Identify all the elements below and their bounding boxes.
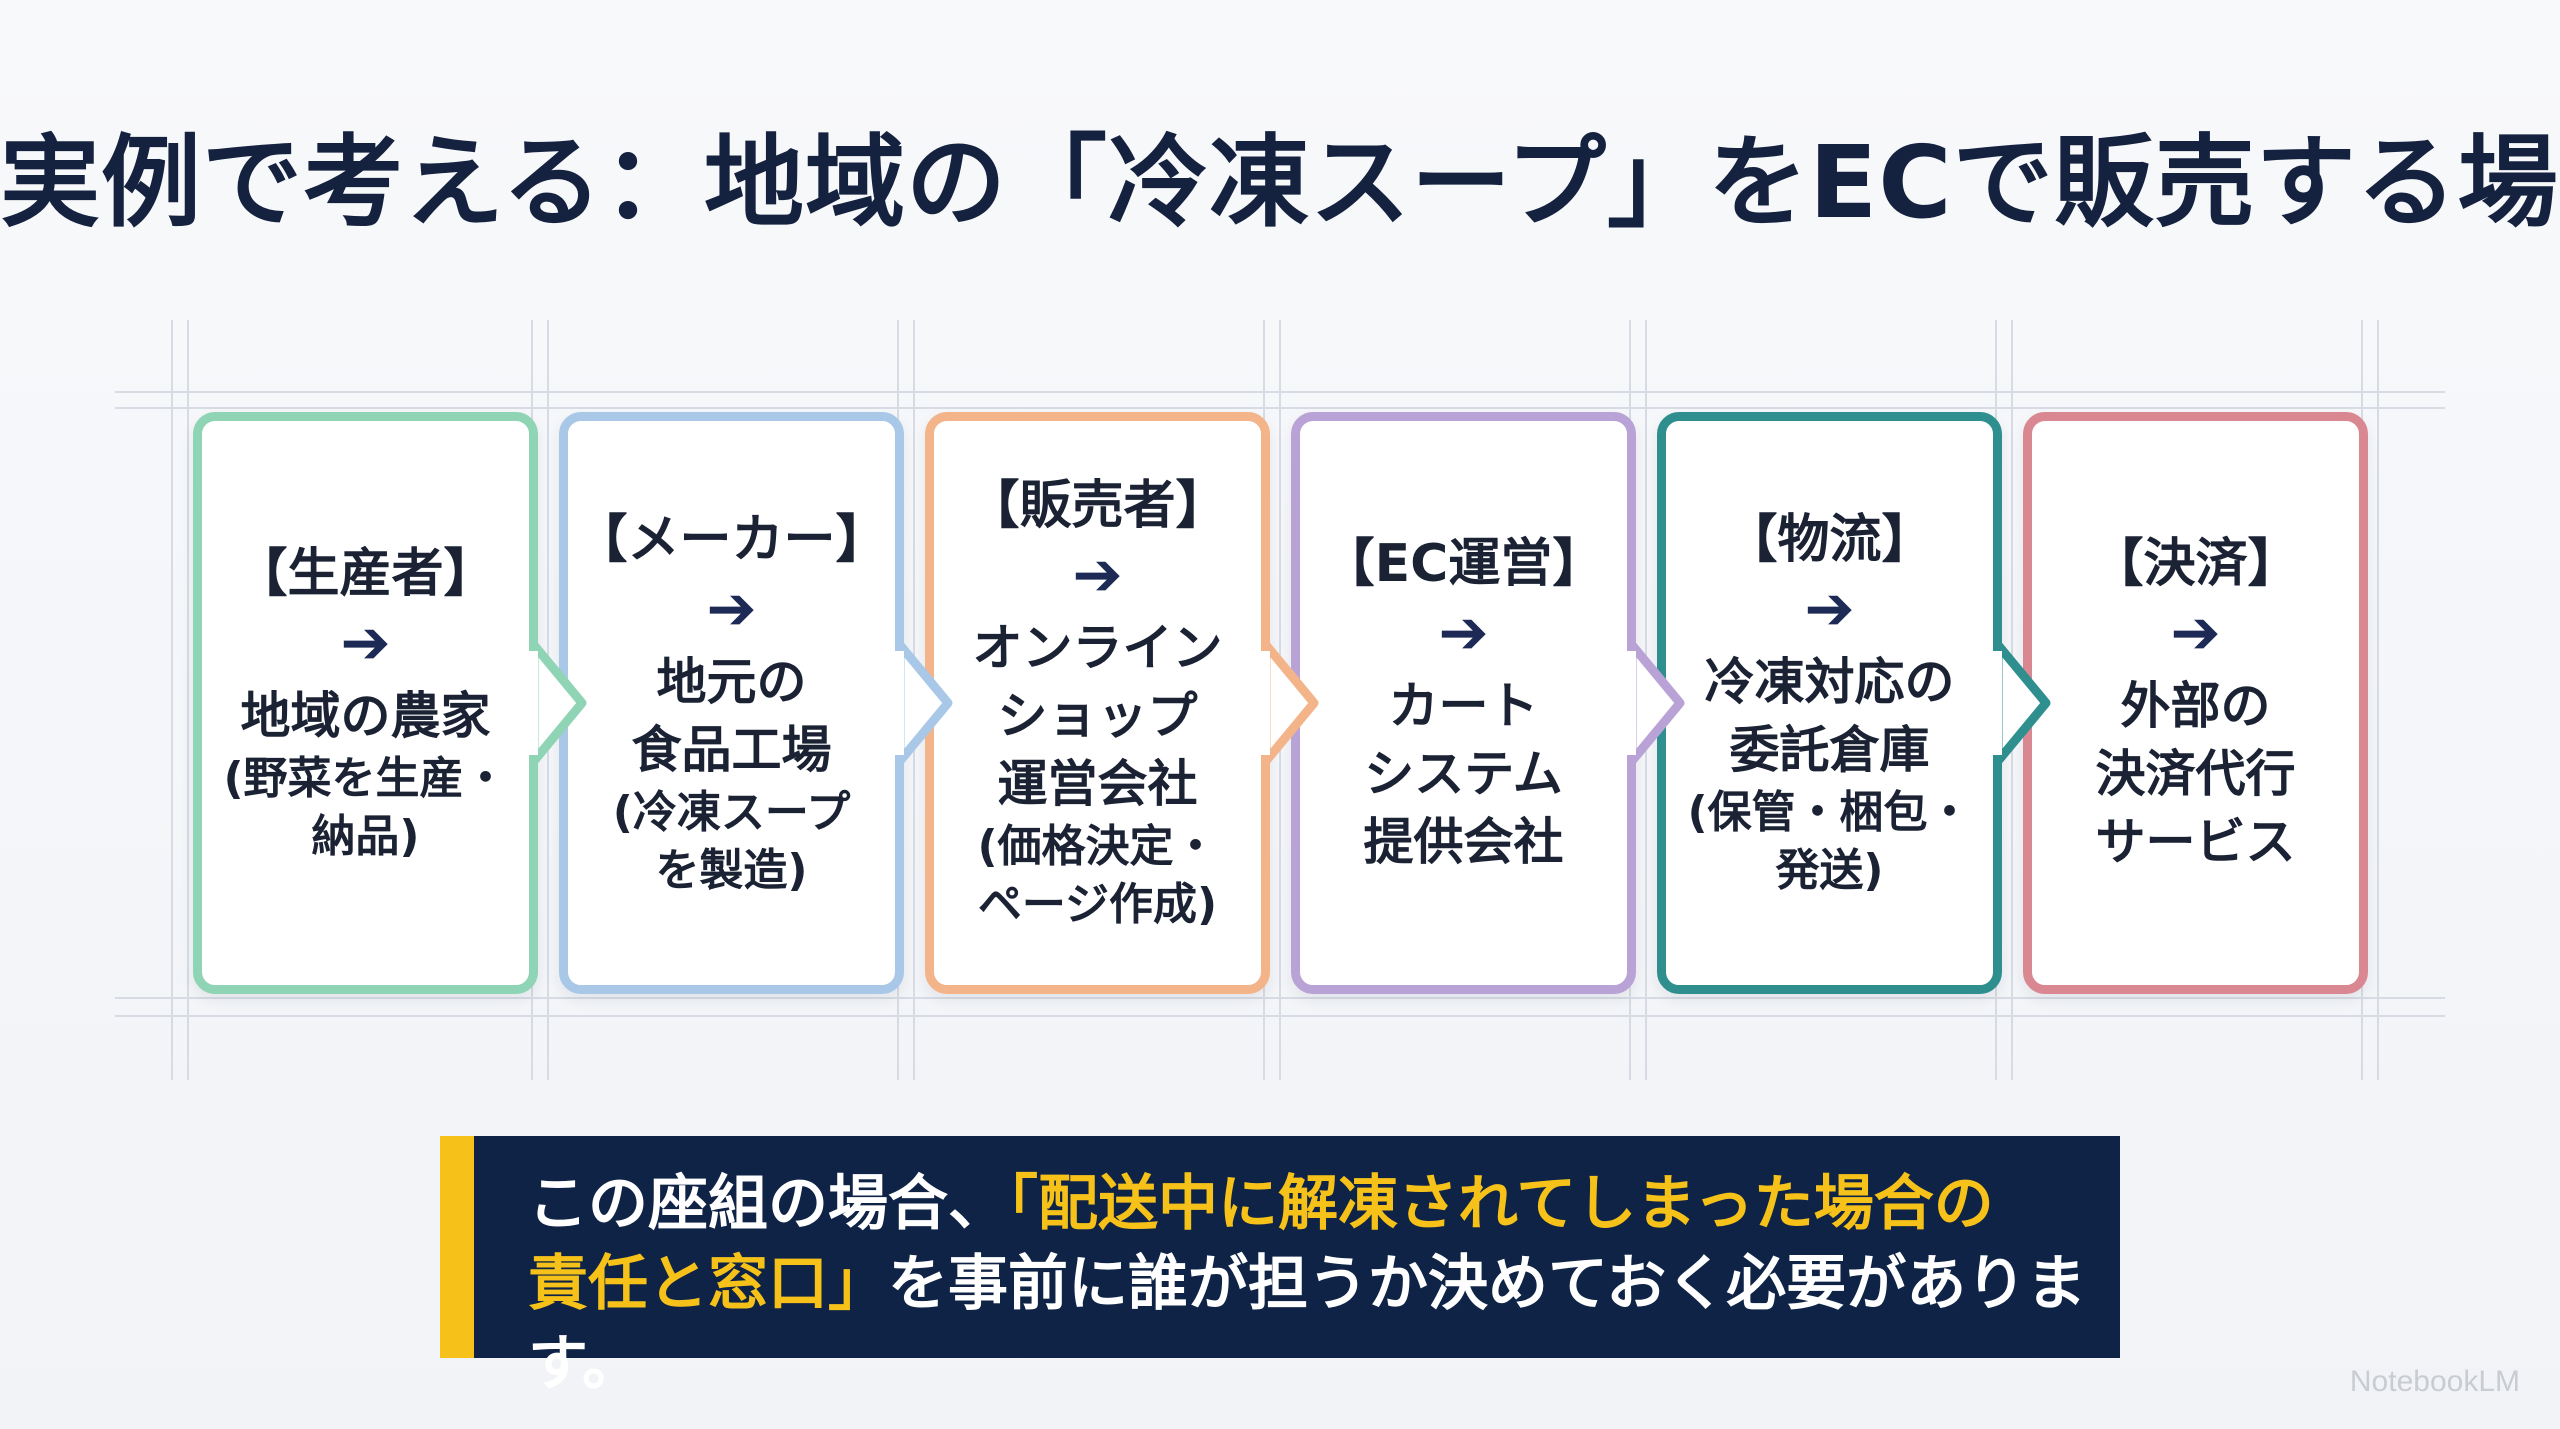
arrow-right-icon: ➔ xyxy=(340,608,391,678)
step-role: 【EC運営】 xyxy=(1322,534,1605,594)
watermark-logo: NotebookLM xyxy=(2349,1365,2520,1398)
summary-highlight-2: 責任と窓口」 xyxy=(528,1249,888,1319)
arrow-right-icon: ➔ xyxy=(706,574,757,644)
step-note: (野菜を生産・ 納品) xyxy=(223,753,508,862)
flow-step-card: 【EC運営】➔ カート システム 提供会社 xyxy=(1291,412,1636,994)
step-description: オンライン ショップ 運営会社 xyxy=(972,619,1223,813)
step-role: 【販売者】 xyxy=(967,476,1228,536)
flow-step-card: 【販売者】➔ オンライン ショップ 運営会社(価格決定・ ページ作成) xyxy=(925,412,1270,994)
summary-box: この座組の場合、「配送中に解凍されてしまった場合の責任と窓口」を事前に誰が担うか… xyxy=(440,1136,2120,1399)
flow-step-card: 【生産者】➔ 地域の農家 (野菜を生産・ 納品) xyxy=(193,412,538,994)
flow-step-card: 【メーカー】➔ 地元の 食品工場(冷凍スープ を製造) xyxy=(559,412,904,994)
step-role: 【メーカー】 xyxy=(575,510,888,570)
summary-accent-bar xyxy=(440,1136,474,1358)
arrow-right-icon: ➔ xyxy=(1804,574,1855,644)
step-role: 【決済】 xyxy=(2091,534,2300,594)
arrow-right-icon: ➔ xyxy=(2170,598,2221,668)
summary-part2: を事前に誰が担うか決めておく必要があります。 xyxy=(528,1249,2087,1399)
step-note: (冷凍スープ を製造) xyxy=(612,787,851,896)
step-description: 地元の 食品工場 xyxy=(631,653,832,779)
flow-step-card: 【決済】➔ 外部の 決済代行 サービス xyxy=(2023,412,2368,994)
step-description: カート システム 提供会社 xyxy=(1363,677,1564,871)
step-note: (価格決定・ ページ作成) xyxy=(977,821,1218,930)
step-description: 地域の農家 xyxy=(240,687,491,745)
arrow-right-icon: ➔ xyxy=(1438,598,1489,668)
summary-part1: この座組の場合、 xyxy=(528,1169,1008,1239)
flow-step-card: 【物流】➔ 冷凍対応の 委託倉庫(保管・梱包・ 発送) xyxy=(1657,412,2002,994)
step-description: 外部の 決済代行 サービス xyxy=(2095,677,2296,871)
step-description: 冷凍対応の 委託倉庫 xyxy=(1704,653,1955,779)
step-note: (保管・梱包・ 発送) xyxy=(1687,787,1972,896)
step-role: 【生産者】 xyxy=(235,544,496,604)
step-role: 【物流】 xyxy=(1725,510,1934,570)
arrow-right-icon: ➔ xyxy=(1072,540,1123,610)
page-title: 実例で考える：地域の「冷凍スープ」をECで販売する場合 xyxy=(0,124,2560,241)
summary-highlight-1: 「配送中に解凍されてしまった場合の xyxy=(1008,1169,1994,1239)
summary-text: この座組の場合、「配送中に解凍されてしまった場合の責任と窓口」を事前に誰が担うか… xyxy=(528,1164,2088,1404)
